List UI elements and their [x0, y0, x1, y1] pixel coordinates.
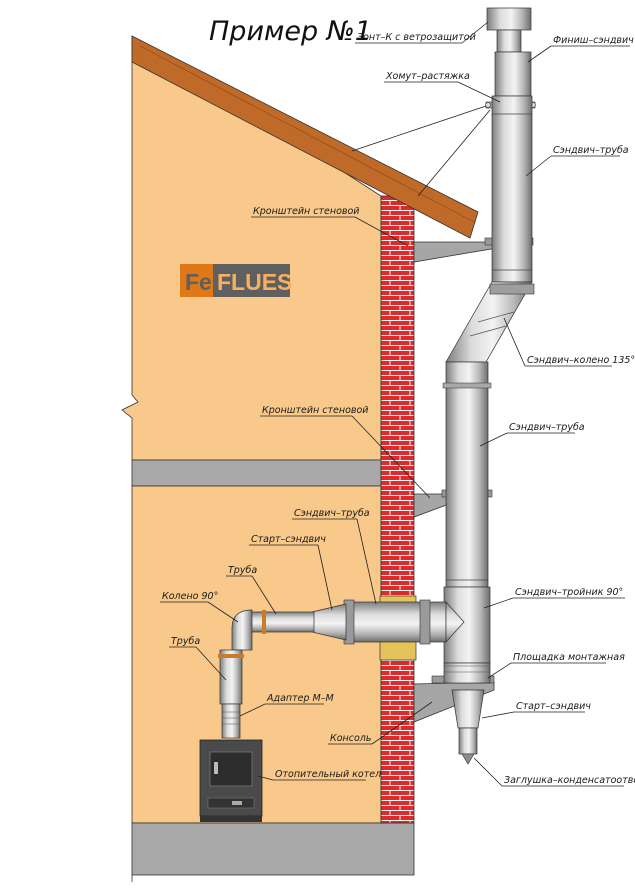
- label-sandwich-pipe-wall: Сэндвич–труба: [294, 508, 370, 519]
- page-title: Пример №1: [209, 16, 372, 47]
- rain-cap: [486, 7, 532, 31]
- labels: Зонт–К с ветрозащитой Финиш–сэндвич Хому…: [160, 21, 635, 787]
- label-start-sandwich-left: Старт–сэндвич: [251, 534, 326, 545]
- label-wall-bracket-top: Кронштейн стеновой: [253, 206, 360, 217]
- brick-wall: [380, 195, 415, 824]
- logo-name: FLUES: [217, 269, 292, 295]
- sandwich-elbow-135: [445, 281, 535, 363]
- label-adapter: Адаптер М–М: [266, 693, 334, 704]
- label-boiler: Отопительный котел: [275, 769, 381, 780]
- label-sandwich-pipe-middle: Сэндвич–труба: [509, 422, 585, 433]
- label-console: Консоль: [330, 733, 371, 744]
- elbow-90: [231, 609, 253, 651]
- heating-boiler: [199, 739, 263, 822]
- foundation: [131, 822, 415, 876]
- boiler-pipework: [218, 609, 315, 739]
- label-mounting-platform: Площадка монтажная: [513, 652, 625, 663]
- floor-slab: [131, 459, 382, 487]
- chimney-lower: [442, 361, 492, 765]
- label-rain-cap: Зонт–К с ветрозащитой: [357, 32, 476, 43]
- label-wall-bracket-middle: Кронштейн стеновой: [262, 405, 369, 416]
- sandwich-pipe-through-wall: [345, 601, 447, 643]
- label-tee-90: Сэндвич–тройник 90°: [515, 587, 623, 598]
- label-sandwich-pipe-top: Сэндвич–труба: [553, 145, 629, 156]
- logo-prefix: Fe: [185, 269, 212, 295]
- sandwich-pipe-middle: [445, 361, 489, 588]
- fe-flues-logo: Fe FLUES: [180, 264, 292, 297]
- label-pipe-horizontal: Труба: [228, 565, 257, 576]
- start-sandwich-bottom: [451, 689, 485, 729]
- condensate-cap: [458, 727, 478, 755]
- building: [121, 35, 479, 882]
- chimney-upper: [485, 7, 536, 283]
- sandwich-pipe-top: [491, 95, 533, 283]
- roof-beam: [131, 35, 479, 239]
- label-tension-clamp: Хомут–растяжка: [385, 71, 470, 82]
- boiler-handle: [214, 762, 218, 774]
- label-condensate-cap: Заглушка–конденсатоотвод: [504, 775, 635, 786]
- label-pipe-vertical: Труба: [171, 636, 200, 647]
- finish-sandwich: [494, 51, 532, 97]
- label-finish-sandwich: Финиш–сэндвич: [553, 35, 634, 46]
- adapter-mm: [221, 703, 241, 739]
- label-elbow-135: Сэндвич–колено 135°: [527, 355, 635, 366]
- pipe-horizontal: [249, 611, 315, 633]
- label-elbow-90: Колено 90°: [162, 591, 218, 602]
- wall-passage: [311, 595, 465, 661]
- label-start-sandwich-bottom: Старт–сэндвич: [516, 701, 591, 712]
